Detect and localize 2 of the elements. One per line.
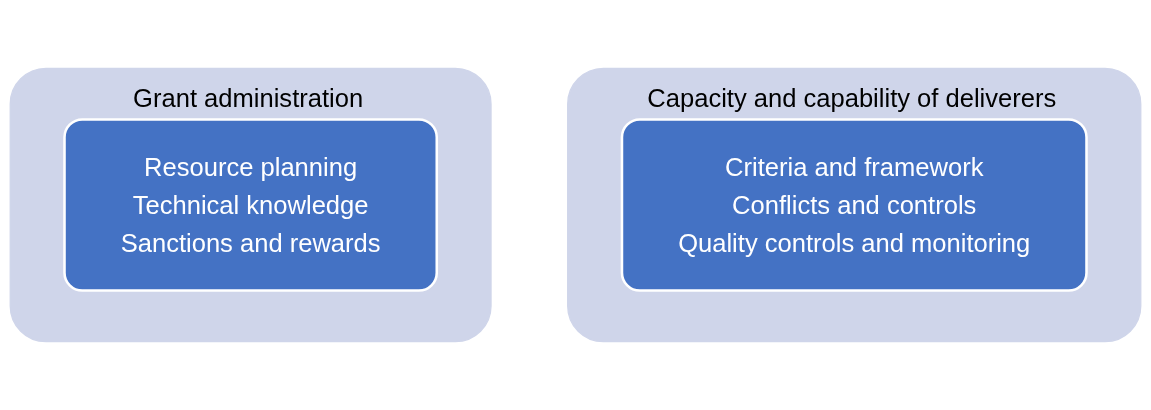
node-box: Resource planning Technical knowledge Sanctions and rewards: [63, 118, 439, 292]
node-box: Criteria and framework Conflicts and controls Quality controls and monitoring: [620, 118, 1088, 292]
